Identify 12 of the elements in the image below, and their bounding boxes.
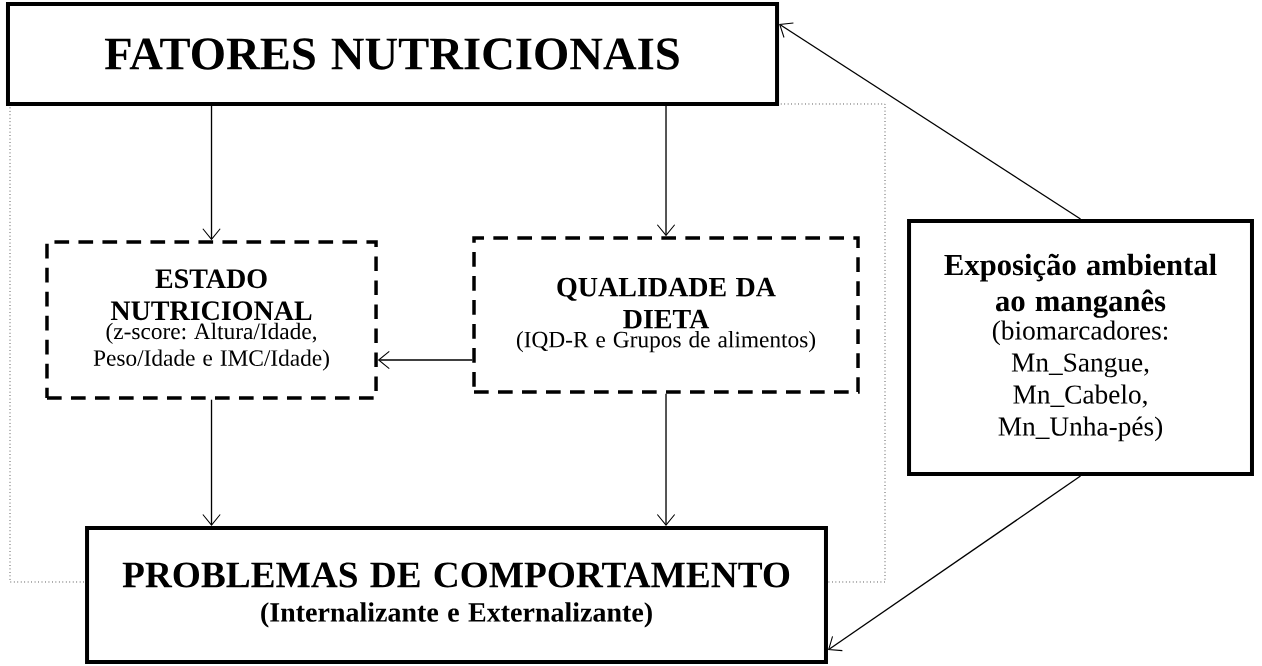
dashed-box: ESTADO NUTRICIONAL (z-score: Altura/Idade, Peso/Idade e IMC/Idade) — [45, 240, 378, 400]
arrow — [779, 22, 1082, 220]
arrow — [377, 350, 473, 370]
dashed-box: QUALIDADE DA DIETA (IQD-R e Grupos de alimentos) — [472, 236, 860, 394]
arrow — [202, 399, 221, 526]
arrow — [827, 475, 1082, 652]
title-box: FATORES NUTRICIONAIS — [6, 2, 780, 106]
arrow — [202, 105, 221, 241]
outcome-box: PROBLEMAS DE COMPORTAMENTO (Internalizante e Externalizante) — [85, 526, 828, 664]
arrow — [656, 105, 676, 237]
arrow — [656, 393, 676, 526]
process-box: Exposição ambiental ao manganês (biomarcadores: Mn_Sangue, Mn_Cabelo, Mn_Unha-pés) — [907, 218, 1254, 477]
